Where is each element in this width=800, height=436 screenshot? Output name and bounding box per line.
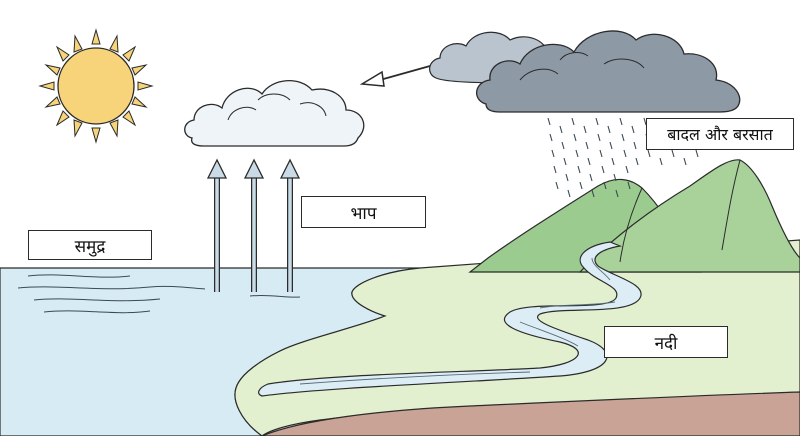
- mountains: [468, 159, 800, 273]
- rain-drop: [573, 133, 577, 142]
- rain-drop: [683, 157, 687, 166]
- rain-drop: [575, 149, 579, 158]
- sun-icon: [38, 28, 154, 144]
- rain-drop: [561, 141, 565, 150]
- river-flow-lines: [299, 257, 616, 385]
- rain-drop: [633, 141, 637, 150]
- rain-drop: [585, 141, 589, 150]
- wind-arrow-icon: [359, 65, 431, 87]
- rain-drop: [547, 117, 551, 126]
- white-cloud-icon: [184, 79, 365, 147]
- soil-layer: [261, 391, 800, 436]
- rain-drop: [635, 157, 639, 166]
- label-vapor: भाप: [301, 196, 426, 228]
- rain-drop: [549, 133, 553, 142]
- rain-drop: [695, 149, 699, 158]
- rain-drop: [627, 181, 631, 190]
- rain-drop: [621, 133, 625, 142]
- rain-drop: [567, 189, 571, 198]
- rain-drop: [611, 157, 615, 166]
- evaporation-arrow-icon: [243, 158, 265, 292]
- evaporation-arrows: [206, 158, 301, 292]
- rain-drop: [603, 181, 607, 190]
- rain-drop: [609, 141, 613, 150]
- evaporation-arrow-icon: [279, 158, 301, 292]
- rain-drop: [553, 165, 557, 174]
- rain-drop: [563, 157, 567, 166]
- rain-drop: [597, 133, 601, 142]
- rain-drop: [555, 181, 559, 190]
- rain-drop: [559, 125, 563, 134]
- rain-drop: [587, 157, 591, 166]
- evaporation-arrow-icon: [206, 158, 228, 292]
- rain-drop: [623, 149, 627, 158]
- rain-drop: [643, 117, 647, 126]
- rain-drop: [631, 125, 635, 134]
- rain-drop: [591, 189, 595, 198]
- rain-drop: [647, 149, 651, 158]
- rain-drop: [607, 125, 611, 134]
- label-clouds-rain: बादल और बरसात: [646, 118, 794, 150]
- rain-cloud-icon: [429, 30, 741, 113]
- rain-drop: [589, 173, 593, 182]
- rain-drop: [659, 157, 663, 166]
- ocean-waves: [17, 274, 301, 314]
- rain-drop: [571, 117, 575, 126]
- rain-drop: [577, 165, 581, 174]
- rain-drop: [625, 165, 629, 174]
- rain-drop: [601, 165, 605, 174]
- rain-drop: [551, 149, 555, 158]
- rain-drop: [565, 173, 569, 182]
- rain-drop: [583, 125, 587, 134]
- rain-drop: [615, 189, 619, 198]
- rain-drop: [671, 149, 675, 158]
- rain-drop: [599, 149, 603, 158]
- label-river: नदी: [604, 326, 728, 358]
- rain-drop: [595, 117, 599, 126]
- label-ocean: समुद्र: [28, 230, 152, 260]
- rain-drop: [619, 117, 623, 126]
- rain-drop: [613, 173, 617, 182]
- rain-drop: [579, 181, 583, 190]
